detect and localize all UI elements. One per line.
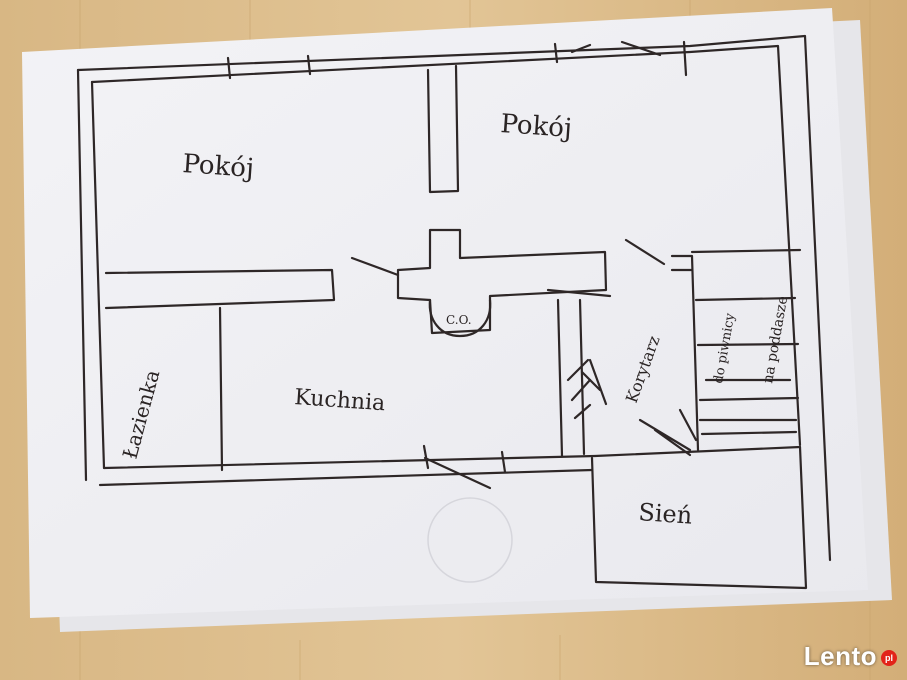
bottom-wall — [102, 445, 802, 470]
outer-wall-left-inner — [90, 80, 106, 470]
floor-plan-drawing — [76, 34, 832, 590]
paper-sheet — [22, 8, 868, 618]
label-vestibule: Sień — [638, 498, 694, 530]
label-stove: C.O. — [446, 313, 472, 327]
corridor-wall — [556, 298, 586, 458]
outer-wall — [76, 34, 832, 562]
partition-top — [426, 64, 460, 194]
outer-wall-left — [76, 68, 88, 482]
stove — [428, 298, 492, 338]
stairs — [670, 248, 802, 452]
watermark-logo: Lento — [803, 641, 877, 671]
bathroom-wall — [218, 306, 224, 472]
vestibule-walls — [590, 445, 808, 590]
label-room-top-right: Pokój — [500, 109, 573, 144]
watermark-badge: pl — [881, 650, 897, 666]
bottom-wall-outer — [98, 468, 594, 487]
label-room-top-left: Pokój — [182, 149, 255, 184]
faint-stamp — [427, 497, 513, 583]
partition-left — [104, 268, 336, 310]
outer-wall-inner — [90, 44, 802, 447]
